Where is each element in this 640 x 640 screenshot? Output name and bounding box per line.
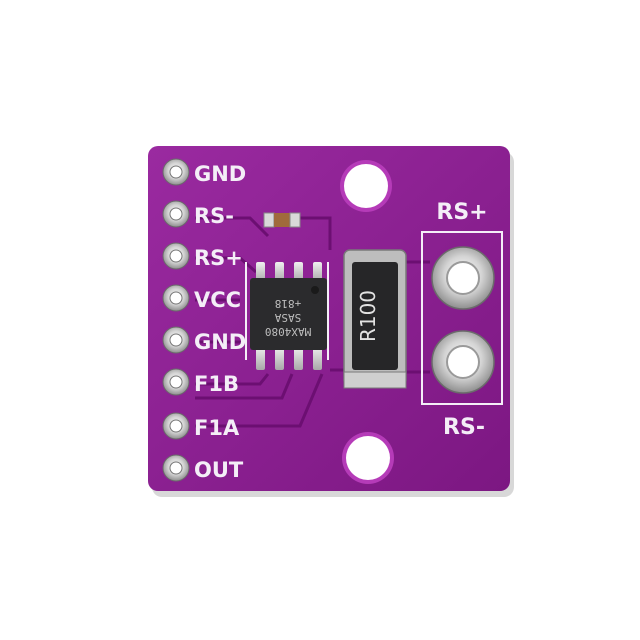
pin-label: GND bbox=[194, 162, 246, 186]
pin-label: RS- bbox=[194, 204, 234, 228]
ic-marking: MAX4080 SASA +818 bbox=[265, 297, 311, 338]
pin-labels: GND RS- RS+ VCC GND F1B F1A OUT bbox=[194, 162, 246, 482]
pin-label: OUT bbox=[194, 458, 244, 482]
pin-label: GND bbox=[194, 330, 246, 354]
pin-label: F1B bbox=[194, 372, 239, 396]
ic-legs bbox=[256, 262, 322, 370]
smd-capacitor bbox=[263, 212, 301, 228]
ic-pin1-dot bbox=[311, 286, 319, 294]
terminal-pads bbox=[431, 246, 495, 394]
ic-chip bbox=[250, 278, 327, 350]
pin-label: F1A bbox=[194, 416, 240, 440]
resistor-marking: R100 bbox=[356, 290, 380, 342]
terminal-label-top: RS+ bbox=[436, 200, 487, 225]
ic-silkscreen-outline bbox=[245, 262, 329, 360]
ic-marking-line: MAX4080 bbox=[265, 325, 311, 338]
shunt-resistor: R100 bbox=[343, 249, 407, 389]
ic-marking-line: SASA bbox=[274, 311, 301, 324]
terminal-outline bbox=[421, 231, 503, 405]
ic-marking-line: +818 bbox=[275, 297, 302, 310]
mounting-hole-bottom bbox=[346, 436, 390, 480]
pin-label: VCC bbox=[194, 288, 241, 312]
pcb-traces bbox=[195, 216, 430, 428]
terminal-label-bottom: RS- bbox=[443, 415, 485, 440]
mounting-hole-top bbox=[344, 164, 388, 208]
pin-label: RS+ bbox=[194, 246, 243, 270]
header-pads bbox=[162, 158, 190, 482]
